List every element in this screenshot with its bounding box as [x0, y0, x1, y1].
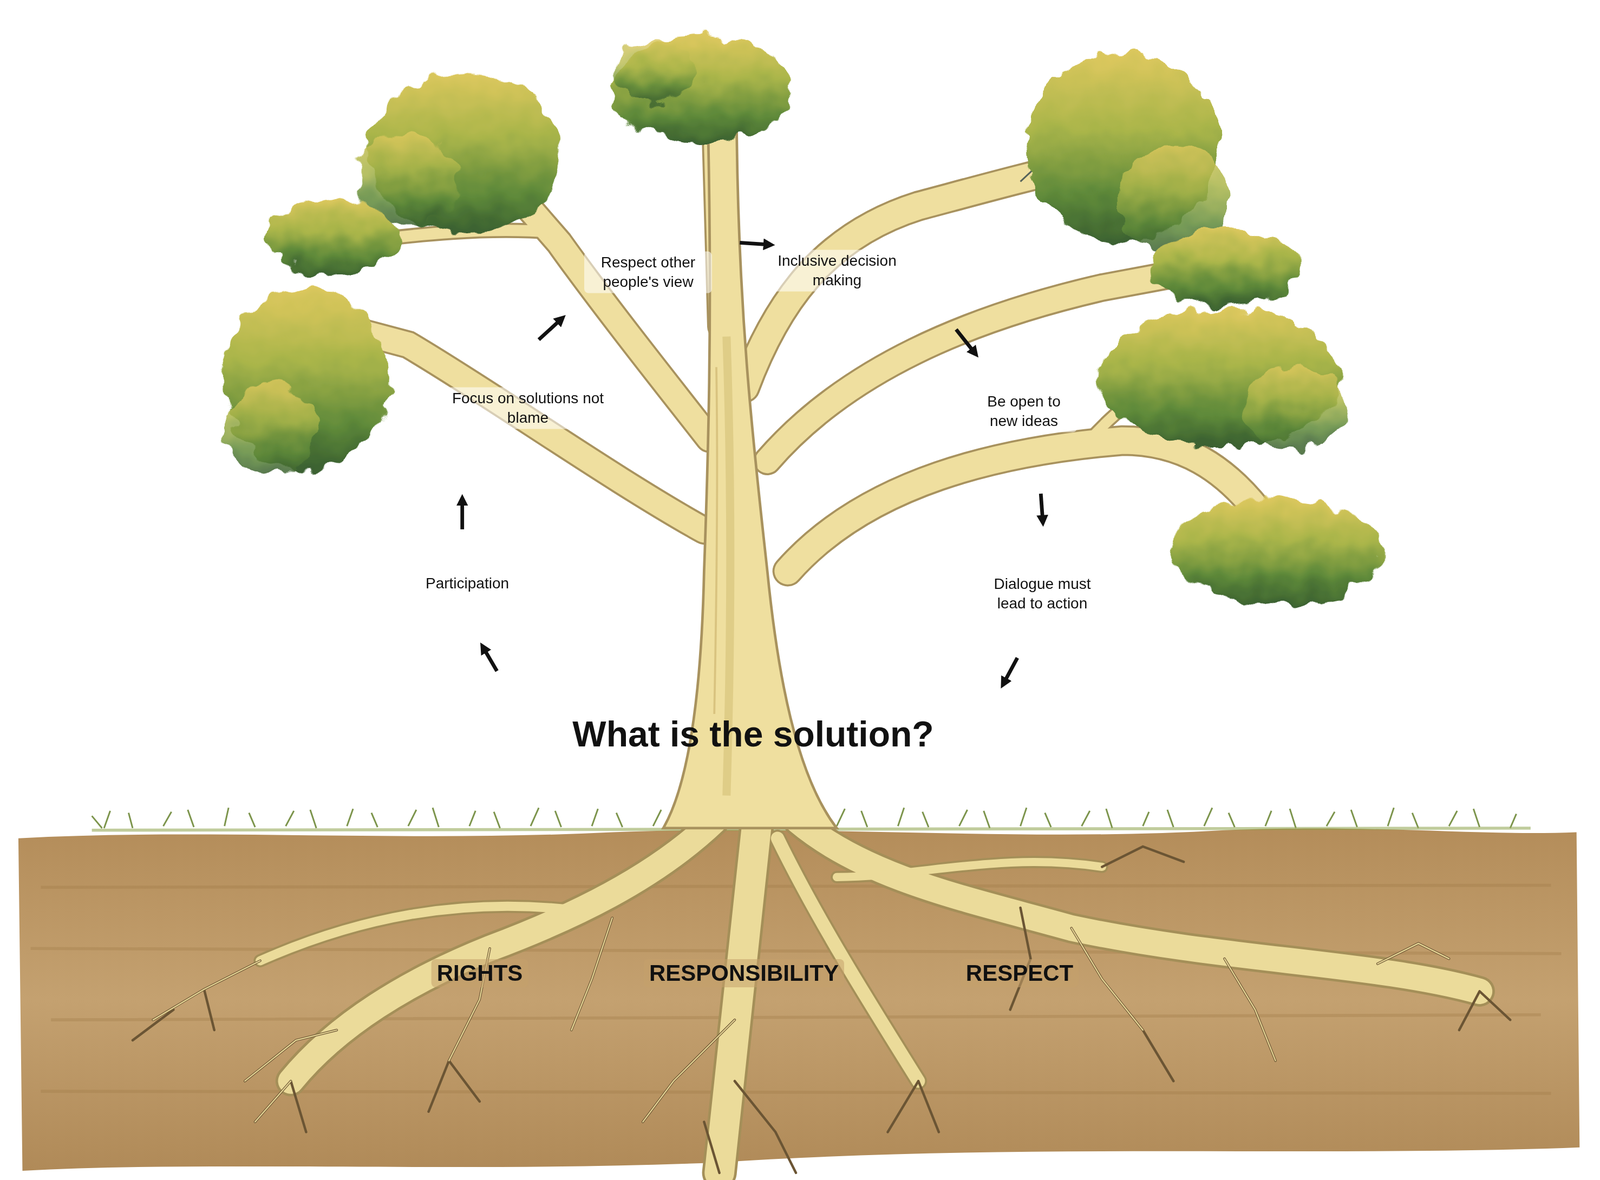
arrow [956, 329, 976, 355]
cycle-step: Be open to new ideas [970, 390, 1077, 433]
cycle-step: Focus on solutions not blame [446, 387, 610, 430]
soil [18, 828, 1580, 1172]
arrow [482, 647, 497, 672]
root-label: RIGHTS [431, 959, 529, 988]
arrow [739, 242, 771, 245]
central-question: What is the solution? [564, 712, 942, 758]
root-label: RESPECT [960, 959, 1079, 988]
cycle-step: Participation [380, 572, 554, 595]
cycle-step: Inclusive decision making [765, 250, 910, 292]
cycle-arrows [462, 242, 1043, 685]
cycle-step: Dialogue must lead to action [977, 573, 1108, 616]
arrow [460, 498, 465, 530]
arrow [1003, 657, 1018, 685]
cycle-step: Respect other people's view [584, 251, 713, 294]
foliage [222, 36, 1386, 605]
twigs [305, 96, 1281, 536]
root-label: RESPONSIBILITY [643, 959, 845, 988]
arrow [538, 318, 563, 341]
roots [132, 821, 1511, 1174]
arrow [1040, 493, 1043, 523]
